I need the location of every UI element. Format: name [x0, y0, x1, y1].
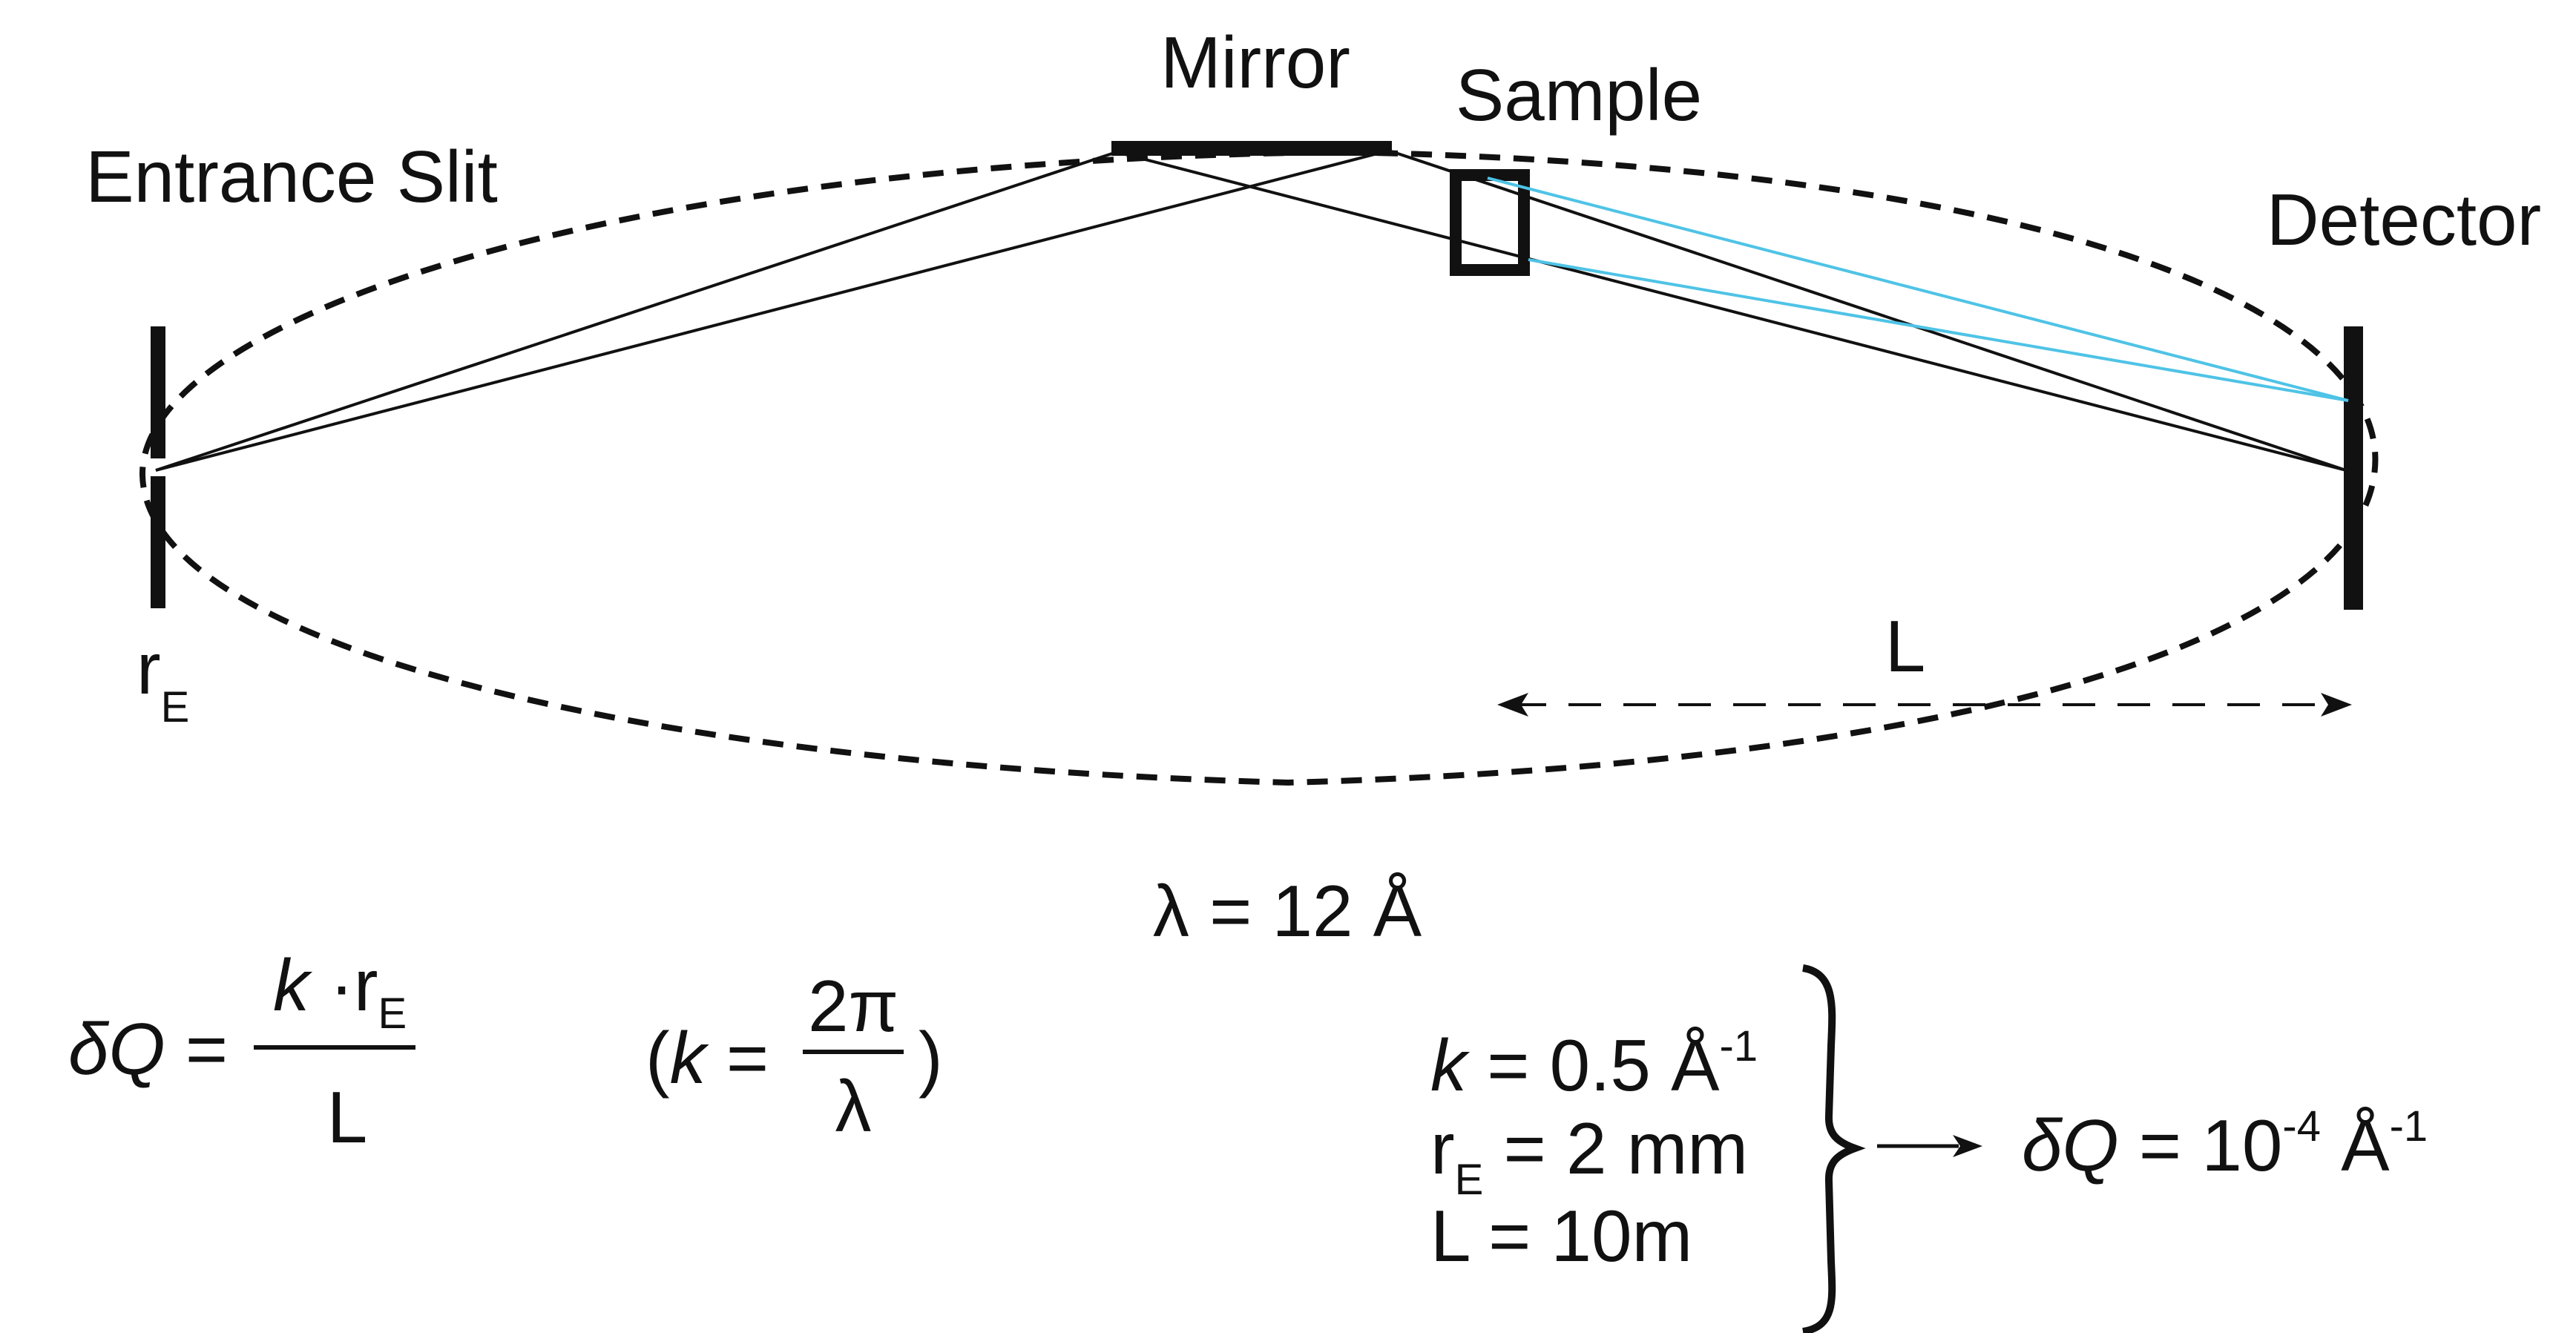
beam-ray-2	[155, 149, 1390, 472]
detector-label: Detector	[2267, 179, 2541, 260]
param-r: rE = 2 mm	[1430, 1107, 1748, 1204]
k-definition-numerator: 2π	[808, 965, 898, 1047]
k-definition-denominator: λ	[835, 1065, 872, 1147]
k-definition-close: )	[919, 1017, 943, 1099]
parameter-brace	[1801, 964, 1866, 1333]
wavelength-equation: λ = 12 Å	[1153, 870, 1422, 952]
beam-ray-1	[155, 151, 1117, 472]
dq-formula-lhs: δQ =	[68, 1008, 228, 1090]
slit-radius-label: rE	[137, 628, 189, 731]
focusing-ellipse	[139, 148, 2379, 786]
scattered-ray-upper	[1487, 177, 2349, 402]
k-definition-open: (k =	[645, 1017, 769, 1099]
result-equation: δQ = 10-4 Å-1	[2022, 1102, 2428, 1186]
param-L: L = 10m	[1430, 1195, 1692, 1277]
dq-formula-numerator: k ·rE	[273, 944, 407, 1038]
entrance-slit-label: Entrance Slit	[85, 136, 498, 217]
sample-holder	[1450, 169, 1530, 276]
distance-arrow-head-right	[2321, 693, 2352, 717]
sample-label: Sample	[1456, 54, 1702, 136]
mirror-label: Mirror	[1160, 22, 1350, 103]
param-k: k = 0.5 Å-1	[1430, 1022, 1758, 1106]
scattered-ray-lower	[1528, 258, 2349, 402]
beam-ray-4	[1388, 149, 2347, 472]
dq-formula-denominator: L	[327, 1076, 368, 1158]
distance-arrow-head-left	[1497, 693, 1528, 717]
distance-label: L	[1885, 605, 1926, 687]
result-arrow-head	[1953, 1135, 1982, 1157]
beam-ray-3	[1116, 151, 2347, 472]
